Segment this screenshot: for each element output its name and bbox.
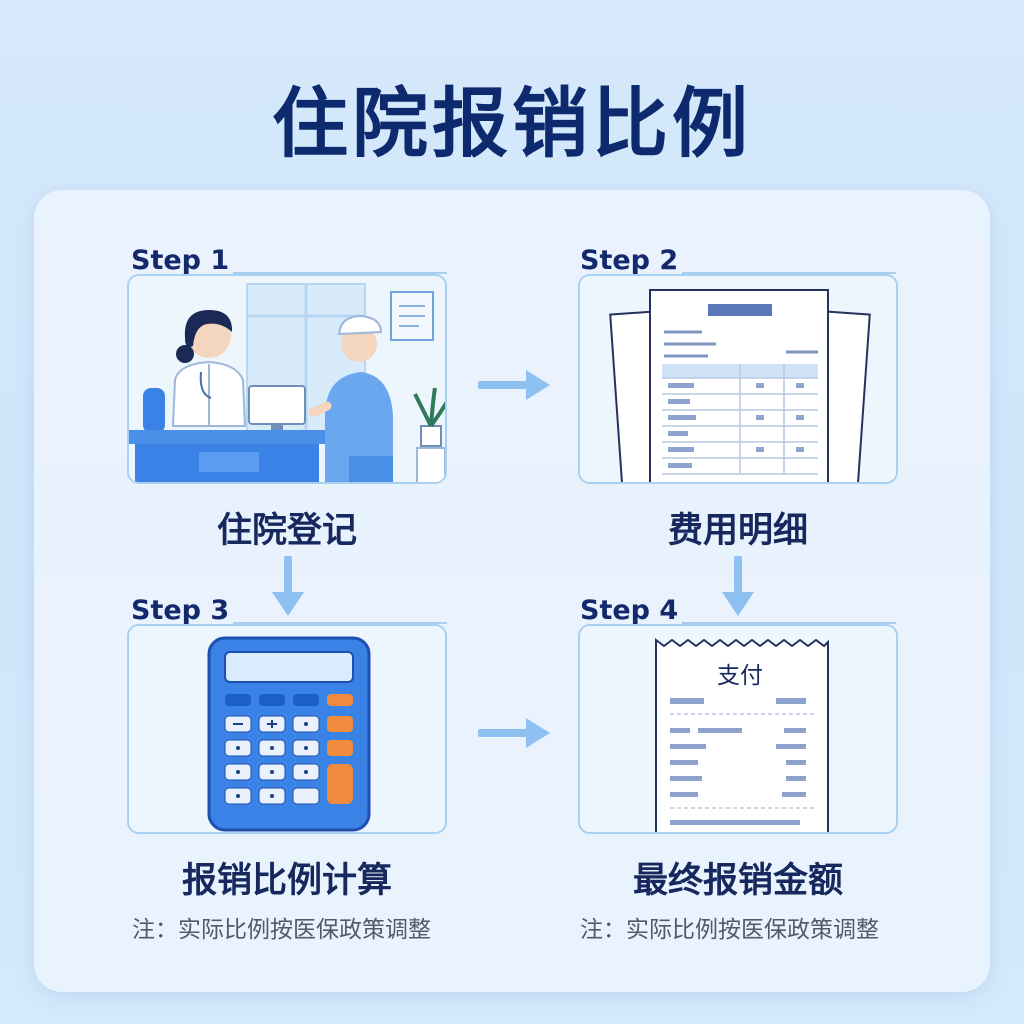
receipt-title: 支付 [717,663,763,689]
step-3-card [127,624,447,834]
step-2-caption: 费用明细 [667,511,808,551]
step-3-note: 注：实际比例按医保政策调整 [132,917,431,943]
step-2-card [578,274,898,484]
step-3-caption: 报销比例计算 [181,861,392,901]
step-4-note: 注：实际比例按医保政策调整 [580,917,879,943]
calculator-illustration [129,626,445,832]
arrow-right-icon [478,370,550,400]
payment-receipt-illustration [580,626,896,832]
step-4-divider [682,622,896,624]
step-1-divider [233,272,447,274]
arrow-right-icon [478,718,550,748]
step-3-divider [233,622,447,624]
bill-documents-illustration [580,276,896,482]
step-2-divider [682,272,896,274]
arrow-down-icon [722,556,754,616]
step-4-label: Step 4 [580,595,679,626]
step-1-caption: 住院登记 [216,511,357,551]
arrow-down-icon [272,556,304,616]
step-2-label: Step 2 [580,245,679,276]
step-3-label: Step 3 [131,595,230,626]
step-1-label: Step 1 [131,245,230,276]
step-1-card [127,274,447,484]
page-title: 住院报销比例 [272,79,752,168]
step-4-caption: 最终报销金额 [632,861,843,901]
doctor-desk-illustration [129,276,445,482]
step-4-card: 支付 [578,624,898,834]
